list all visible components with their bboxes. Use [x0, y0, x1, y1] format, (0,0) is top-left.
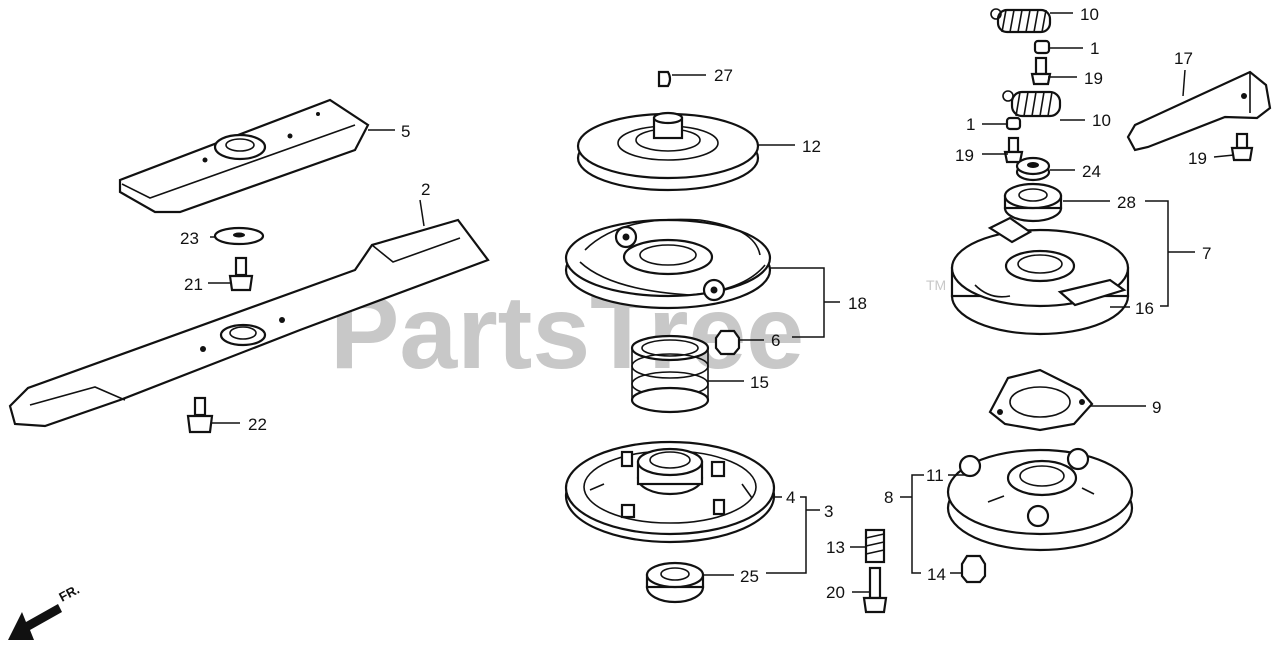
callout-10-mid: 10 — [1092, 111, 1111, 130]
callout-7: 7 — [1202, 244, 1211, 263]
callout-19-right: 19 — [1188, 149, 1207, 168]
spring-10-mid-part[interactable] — [1002, 90, 1062, 118]
washer-part[interactable] — [213, 226, 265, 246]
screw-19-right-part[interactable] — [1230, 132, 1254, 162]
brake-plate-part[interactable] — [564, 440, 776, 544]
callout-23: 23 — [180, 229, 199, 248]
bolt-22-part[interactable] — [186, 396, 214, 434]
callout-27: 27 — [714, 66, 733, 85]
callout-13: 13 — [826, 538, 845, 557]
spring-10-top-part[interactable] — [990, 8, 1052, 34]
callout-8: 8 — [884, 488, 893, 507]
spring-13-part[interactable] — [864, 528, 886, 564]
screw-19-top-part[interactable] — [1030, 56, 1052, 86]
watermark-trademark: TM — [926, 277, 946, 293]
leader-lines — [208, 12, 1235, 593]
callout-17: 17 — [1174, 49, 1193, 68]
callout-20: 20 — [826, 583, 845, 602]
spring-part[interactable] — [630, 334, 710, 414]
callout-12: 12 — [802, 137, 821, 156]
callout-16: 16 — [1135, 299, 1154, 318]
clutch-housing-part[interactable] — [946, 447, 1134, 552]
clutch-drum-part[interactable] — [950, 216, 1130, 336]
callout-10-top: 10 — [1080, 5, 1099, 24]
callout-1-top: 1 — [1090, 39, 1099, 58]
callout-19-mid: 19 — [955, 146, 974, 165]
callout-14: 14 — [927, 565, 946, 584]
callout-22: 22 — [248, 415, 267, 434]
callout-9: 9 — [1152, 398, 1161, 417]
callout-1-mid: 1 — [966, 115, 975, 134]
clutch-plate-part[interactable] — [564, 218, 772, 310]
pin-20-part[interactable] — [862, 566, 888, 614]
brake-lever-part[interactable] — [1126, 70, 1272, 152]
callout-11: 11 — [926, 466, 944, 485]
front-direction-arrow: FR. — [8, 582, 82, 640]
callout-25: 25 — [740, 567, 759, 586]
key-part[interactable] — [657, 70, 672, 88]
callout-15: 15 — [750, 373, 769, 392]
callout-6: 6 — [771, 331, 780, 350]
collar-24-part[interactable] — [1015, 156, 1051, 182]
callout-5: 5 — [401, 122, 410, 141]
bushing-1-top-part[interactable] — [1033, 39, 1051, 55]
blade-part[interactable] — [8, 218, 490, 428]
callout-21: 21 — [184, 275, 203, 294]
pulley-part[interactable] — [576, 111, 760, 192]
nut-14-part[interactable] — [960, 554, 987, 584]
blade-holder-part[interactable] — [118, 98, 370, 214]
screw-19-mid-part[interactable] — [1003, 136, 1024, 164]
gasket-part[interactable] — [988, 368, 1094, 432]
front-direction-label: FR. — [56, 582, 82, 605]
callout-4: 4 — [786, 488, 795, 507]
callout-19-top: 19 — [1084, 69, 1103, 88]
bolt-21-part[interactable] — [228, 256, 254, 292]
bearing-25-part[interactable] — [645, 561, 705, 604]
callout-3: 3 — [824, 502, 833, 521]
nut-6-part[interactable] — [714, 329, 741, 356]
callout-18: 18 — [848, 294, 867, 313]
callout-24: 24 — [1082, 162, 1101, 181]
callout-2: 2 — [421, 180, 430, 199]
callout-28: 28 — [1117, 193, 1136, 212]
bushing-1-mid-part[interactable] — [1005, 116, 1022, 131]
bearing-28-part[interactable] — [1003, 182, 1063, 223]
